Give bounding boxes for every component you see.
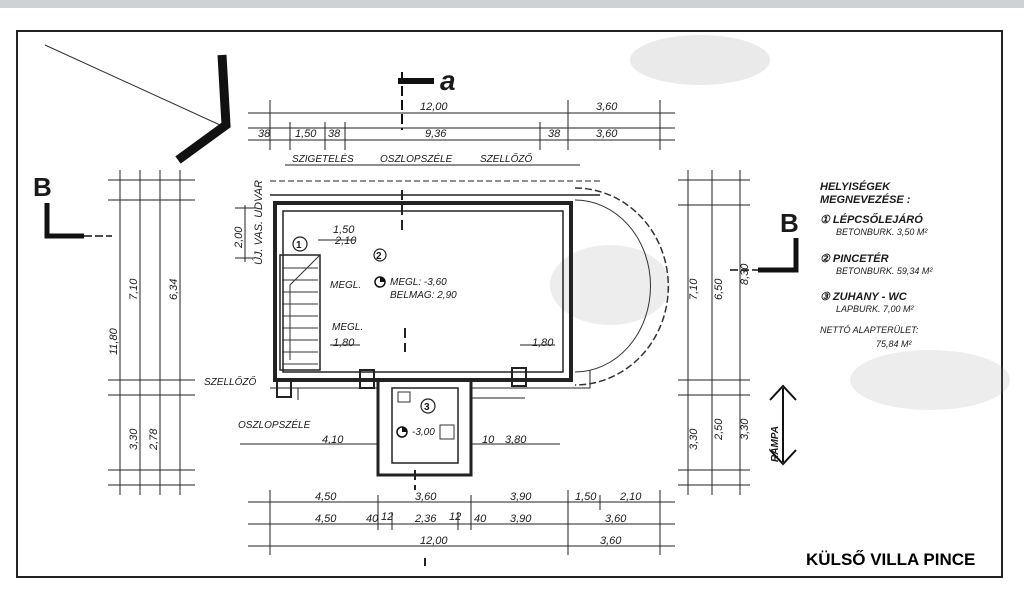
dim-left-3: 6,34 — [168, 279, 180, 300]
dim-bot3-b: 3,60 — [600, 535, 622, 547]
section-mark-b-right: B — [730, 208, 799, 273]
dim-low-2: 3,80 — [505, 434, 527, 446]
dim-bot2-a: 4,50 — [315, 513, 337, 525]
label-level-height: BELMAG: 2,90 — [390, 290, 457, 301]
dim-left-1: 11,80 — [108, 327, 120, 355]
section-mark-b-left-label: B — [33, 172, 52, 202]
building-walls — [270, 180, 600, 477]
dim-bot2-b: 40 — [366, 513, 379, 525]
section-mark-b-left: B — [33, 172, 112, 239]
scan-top-edge — [0, 0, 1024, 8]
ramp-arrow-icon — [769, 384, 797, 466]
drawing-caption: KÜLSŐ VILLA PINCE — [806, 550, 976, 569]
dim-top-seg-6: 3,60 — [596, 128, 618, 140]
dim-inner-2: 1,80 — [532, 337, 554, 349]
dim-top-seg-4: 9,36 — [425, 128, 447, 140]
legend-item-1-name: ① LÉPCSŐLEJÁRÓ — [820, 213, 923, 226]
legend-total-1: NETTÓ ALAPTERÜLET: — [820, 325, 919, 335]
dim-right-1: 7,10 — [688, 278, 700, 300]
dim-top-seg-3: 38 — [328, 128, 341, 140]
dim-inner-1: 1,80 — [333, 337, 355, 349]
drawing-frame — [16, 30, 1003, 578]
label-oszlopszele-left: OSZLOPSZÉLE — [238, 418, 311, 431]
dim-left-4: 3,30 — [128, 428, 140, 450]
curved-ramp — [574, 187, 670, 386]
dim-top-total: 12,00 — [420, 101, 448, 113]
top-dimensions — [248, 100, 675, 166]
scan-smudges — [550, 35, 1010, 410]
dim-right-2: 6,50 — [713, 278, 725, 300]
dim-right-6: 3,30 — [739, 418, 751, 440]
label-szellozo-left: SZELLŐZŐ — [204, 374, 256, 388]
label-megl-2: MEGL. — [332, 322, 363, 333]
dim-right-5: 2,50 — [713, 418, 725, 441]
room-markers — [292, 236, 436, 438]
room-label-2: 2 — [376, 251, 382, 262]
room-label-3: 3 — [424, 402, 430, 413]
dim-right-4: 3,30 — [688, 428, 700, 450]
dim-bot1-e: 2,10 — [619, 491, 642, 503]
inner-dimensions — [235, 205, 560, 445]
dim-left-5: 2,78 — [148, 428, 160, 451]
legend-total-2: 75,84 M² — [876, 339, 913, 349]
dim-low-3: 10 — [482, 434, 495, 446]
dim-stair-3: 2,00 — [233, 226, 245, 249]
dim-bot2-e: 12 — [449, 511, 461, 523]
dim-bot2-h: 3,60 — [605, 513, 627, 525]
dim-top-seg-2: 1,50 — [295, 128, 317, 140]
legend-item-2-sub: BETONBURK. 59,34 M² — [836, 266, 933, 276]
legend-heading-1: HELYISÉGEK — [820, 180, 891, 193]
axis-lines — [401, 190, 426, 566]
section-mark-b-right-label: B — [780, 208, 799, 238]
right-dimensions — [678, 170, 750, 495]
dim-low-1: 4,10 — [322, 434, 344, 446]
dim-left-2: 7,10 — [128, 278, 140, 300]
bottom-dimensions — [248, 490, 675, 555]
dim-stair-2: 2,10 — [334, 235, 357, 247]
legend-heading-2: MEGNEVEZÉSE : — [820, 193, 911, 206]
dim-bot1-a: 4,50 — [315, 491, 337, 503]
dim-bot3-a: 12,00 — [420, 535, 448, 547]
room-legend: HELYISÉGEK MEGNEVEZÉSE : ① LÉPCSŐLEJÁRÓ … — [820, 180, 933, 349]
label-level-main: MEGL: -3,60 — [390, 277, 447, 288]
section-mark-a: a — [398, 65, 456, 130]
left-dimensions — [108, 170, 195, 495]
dim-bot2-d: 2,36 — [414, 513, 437, 525]
legend-item-3-sub: LAPBURK. 7,00 M² — [836, 304, 915, 314]
label-szellozo-top: SZELLŐZŐ — [480, 151, 532, 165]
legend-item-1-sub: BETONBURK. 3,50 M² — [836, 227, 928, 237]
label-level-wc: -3,00 — [412, 427, 435, 438]
label-megl-1: MEGL. — [330, 280, 361, 291]
dim-right-3: 8,30 — [739, 263, 751, 285]
stair-treads — [282, 254, 321, 365]
label-szigeteles: SZIGETELÉS — [292, 152, 354, 165]
label-vertical-note: ÚJ. VAS. UDVAR — [252, 180, 265, 265]
dim-bot1-b: 3,60 — [415, 491, 437, 503]
dim-top-seg-5: 38 — [548, 128, 561, 140]
north-arrow-icon — [44, 44, 231, 164]
room-label-1: 1 — [296, 240, 302, 251]
dim-bot1-c: 3,90 — [510, 491, 532, 503]
dim-stair-1: 1,50 — [333, 224, 355, 236]
label-rampa: RÁMPA — [768, 426, 781, 462]
wc-fixtures — [397, 391, 455, 440]
legend-item-3-name: ③ ZUHANY - WC — [820, 291, 908, 303]
dim-bot2-g: 3,90 — [510, 513, 532, 525]
dim-bot2-c: 12 — [381, 511, 393, 523]
section-mark-a-label: a — [440, 65, 456, 96]
dim-bot2-f: 40 — [474, 513, 487, 525]
dim-top-right: 3,60 — [596, 101, 618, 113]
legend-item-2-name: ② PINCETÉR — [820, 252, 889, 265]
label-oszlopszele-top: OSZLOPSZÉLE — [380, 152, 453, 165]
dim-top-seg-1: 38 — [258, 128, 271, 140]
dim-bot1-d: 1,50 — [575, 491, 597, 503]
